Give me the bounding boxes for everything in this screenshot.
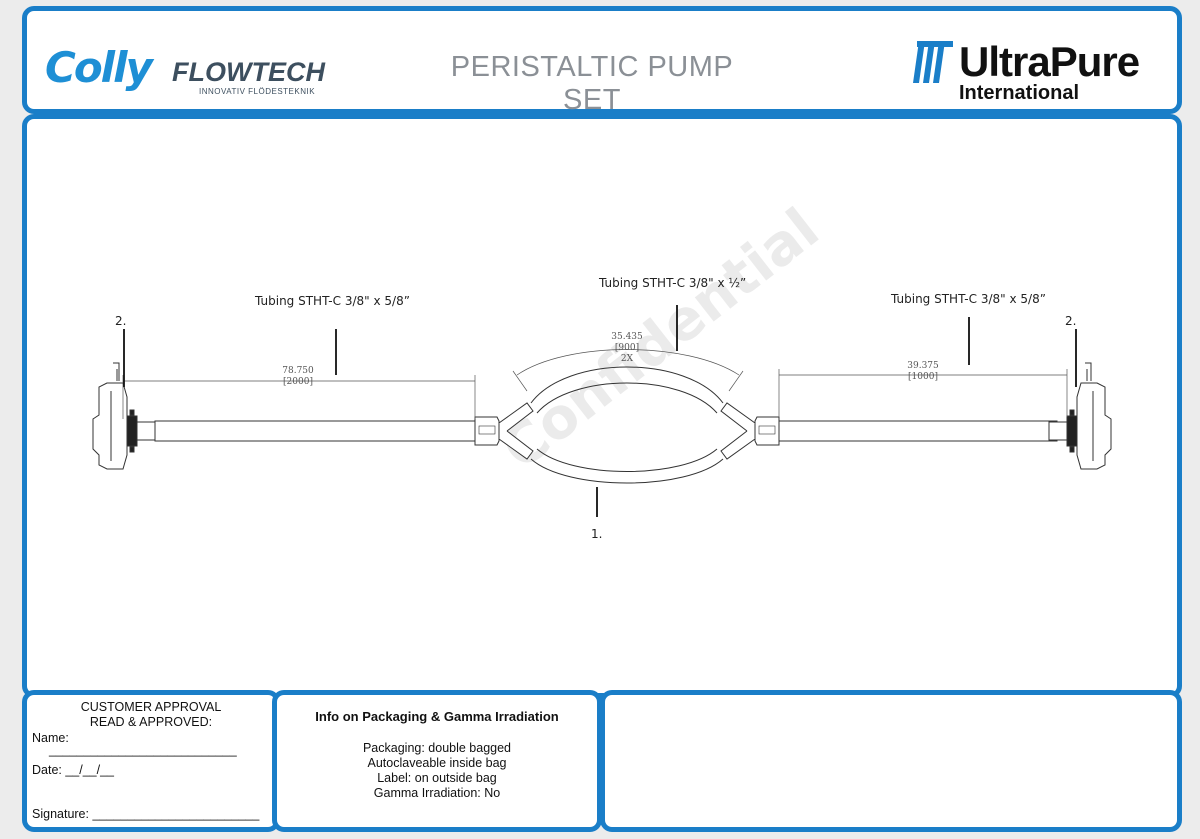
approval-heading: CUSTOMER APPROVAL: [80, 700, 222, 714]
dimension-right: 39.375 [1000]: [898, 361, 948, 383]
approval-subheading: READ & APPROVED:: [89, 715, 213, 729]
tubing-right-label: Tubing STHT-C 3/8" x 5/8”: [891, 292, 1046, 306]
packaging-info-heading: Info on Packaging & Gamma Irradiation: [315, 709, 559, 724]
dimension-center: 35.435 [900] 2X: [602, 332, 652, 364]
dimension-right-metric: [1000]: [908, 371, 938, 382]
notes-panel: [600, 690, 1182, 832]
tubing-loop: [498, 366, 756, 484]
dimension-left-metric: [2000]: [283, 376, 313, 387]
gamma-line: Gamma Irradiation: No: [373, 786, 501, 800]
item-2-left-label: 2.: [115, 314, 127, 328]
assembly-drawing: Confidential: [92, 196, 1112, 517]
left-tube: [154, 420, 476, 442]
header-panel: Colly FLOWTECH INNOVATIV FLÖDESTEKNIK PE…: [22, 6, 1182, 116]
dimension-right-value: 39.375: [907, 361, 939, 371]
autoclave-line: Autoclaveable inside bag: [367, 756, 507, 770]
flowtech-logo: FLOWTECH: [172, 57, 325, 87]
right-connector: [1048, 362, 1112, 470]
colly-logo: Colly: [45, 43, 153, 92]
dimension-center-qty: 2X: [620, 353, 634, 364]
label-line: Label: on outside bag: [377, 771, 497, 785]
signature-field[interactable]: Signature: ________________________: [32, 807, 260, 821]
item-1-label: 1.: [591, 527, 603, 541]
item-2-right-label: 2.: [1065, 314, 1077, 328]
tubing-center-label: Tubing STHT-C 3/8" x ½”: [599, 276, 747, 290]
right-tube: [778, 420, 1058, 442]
name-field[interactable]: ___________________________: [49, 743, 237, 757]
dimension-center-metric: [900]: [614, 342, 640, 353]
ultrapure-logo-icon: [913, 41, 953, 83]
dimension-center-value: 35.435: [611, 332, 643, 342]
packaging-line: Packaging: double bagged: [362, 741, 512, 755]
ultrapure-logo: UltraPure: [959, 38, 1140, 85]
date-field[interactable]: Date: __/__/__: [32, 763, 115, 777]
page-title: PERISTALTIC PUMP SET: [450, 51, 734, 116]
packaging-info-panel: Info on Packaging & Gamma Irradiation Pa…: [272, 690, 602, 832]
name-label: Name:: [32, 731, 69, 745]
drawing-panel: Confidential: [22, 114, 1182, 698]
colly-tagline: INNOVATIV FLÖDESTEKNIK: [199, 87, 316, 96]
dimension-left-value: 78.750: [282, 366, 314, 376]
tubing-left-label: Tubing STHT-C 3/8" x 5/8”: [255, 294, 410, 308]
ultrapure-logo-subtitle: International: [959, 82, 1080, 104]
dimension-left: 78.750 [2000]: [273, 366, 323, 388]
customer-approval-panel: CUSTOMER APPROVAL READ & APPROVED: Name:…: [22, 690, 280, 832]
